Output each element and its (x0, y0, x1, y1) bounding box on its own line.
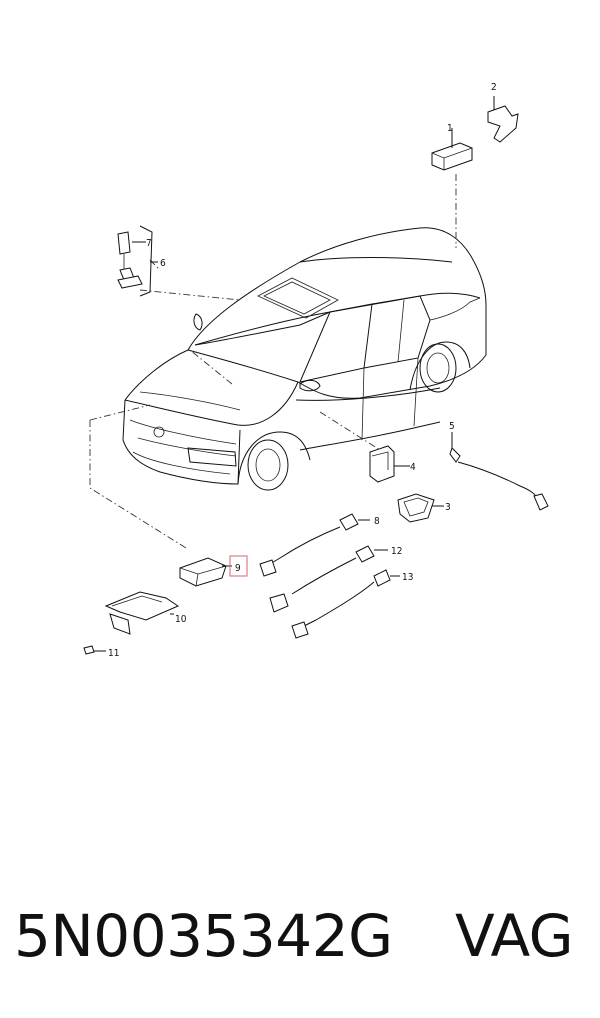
brand-name: VAG (455, 902, 574, 970)
part-1-roof-module (431, 128, 473, 171)
part-4-switch (369, 445, 410, 483)
callout-11: 11 (108, 648, 119, 659)
callout-12: 12 (391, 546, 402, 557)
part-9-module (179, 557, 232, 587)
caption: 5N0035342G VAG (0, 896, 600, 976)
part-3-socket (397, 493, 444, 523)
part-12-cable (269, 545, 388, 613)
leader-lines (89, 174, 457, 549)
callout-10: 10 (175, 614, 187, 625)
callout-7: 7 (146, 238, 152, 249)
part-8-cable (259, 513, 370, 577)
part-5-cable (449, 432, 549, 511)
callout-4: 4 (410, 462, 416, 473)
callout-2: 2 (491, 82, 497, 93)
callout-8: 8 (374, 516, 380, 527)
part-2-bracket (487, 96, 519, 143)
callout-3: 3 (445, 502, 451, 513)
part-11-screw (83, 645, 106, 655)
callout-13: 13 (402, 572, 413, 583)
part-13-cable (291, 569, 400, 639)
callout-1: 1 (447, 123, 453, 134)
callout-9: 9 (235, 563, 241, 574)
callout-6: 6 (160, 258, 166, 269)
part-6-7-sensor (117, 225, 158, 297)
parts-diagram: 1 2 3 4 5 6 7 8 9 10 11 12 13 (83, 82, 549, 659)
part-number: 5N0035342G (14, 902, 393, 970)
highlight-box-part-9 (229, 555, 248, 577)
part-10-bracket (104, 591, 180, 635)
callout-5: 5 (449, 421, 455, 432)
vehicle-illustration (122, 227, 487, 491)
